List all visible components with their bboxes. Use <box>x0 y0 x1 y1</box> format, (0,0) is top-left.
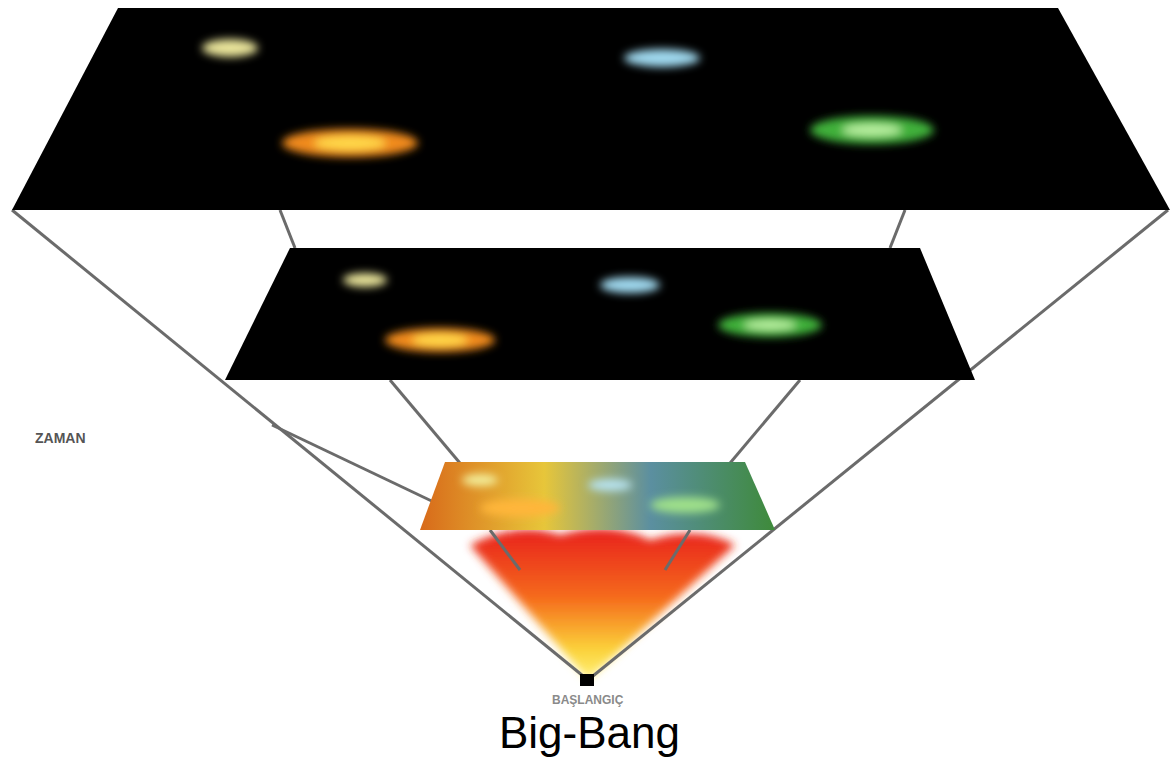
time-label: ZAMAN <box>35 430 86 446</box>
time-lines <box>12 210 1168 680</box>
origin-label: BAŞLANGIÇ <box>552 693 623 707</box>
origin-point <box>580 674 594 686</box>
space-plane <box>225 248 975 380</box>
galaxies <box>462 474 720 517</box>
galaxies <box>202 39 934 157</box>
title-label: Big-Bang <box>499 708 680 758</box>
space-plane <box>12 8 1170 210</box>
galaxies <box>343 273 822 352</box>
fireball <box>470 529 735 680</box>
early-plane <box>420 462 775 530</box>
